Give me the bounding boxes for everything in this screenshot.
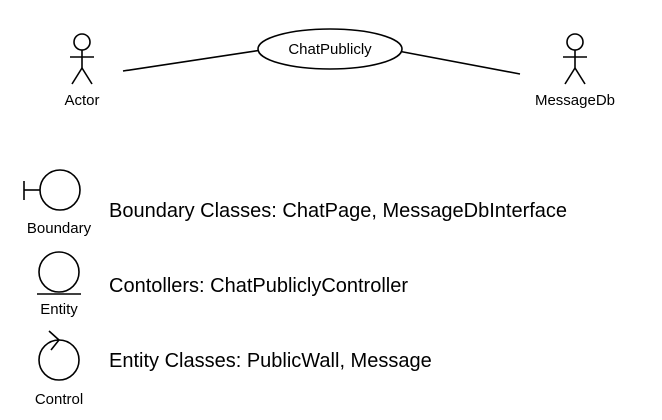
use-case-ellipse <box>257 28 403 70</box>
boundary-icon-label: Boundary <box>27 220 92 237</box>
entity-description: Contollers: ChatPubliclyController <box>109 275 408 297</box>
actor-right: MessageDb <box>535 33 615 109</box>
legend-row-boundary: Boundary Boundary Classes: ChatPage, Mes… <box>23 169 567 237</box>
stick-figure-icon <box>70 33 94 85</box>
control-icon-label: Control <box>35 391 83 408</box>
actor-label: MessageDb <box>535 92 615 109</box>
control-description: Entity Classes: PublicWall, Message <box>109 350 432 372</box>
control-icon <box>38 330 80 381</box>
entity-icon <box>37 251 81 295</box>
actor-left: Actor <box>64 33 100 109</box>
boundary-description: Boundary Classes: ChatPage, MessageDbInt… <box>109 200 567 222</box>
use-case-chatpublicly: ChatPublicly <box>257 28 403 70</box>
association-line-actor <box>122 49 263 72</box>
actor-label: Actor <box>64 92 99 109</box>
boundary-icon <box>23 169 81 211</box>
legend-row-entity: Entity Contollers: ChatPubliclyControlle… <box>37 251 408 318</box>
entity-icon-label: Entity <box>40 301 78 318</box>
legend-row-control: Control Entity Classes: PublicWall, Mess… <box>35 330 432 408</box>
association-line-messagedb <box>397 50 521 75</box>
stick-figure-icon <box>563 33 587 85</box>
use-case-label: ChatPublicly <box>288 41 372 58</box>
